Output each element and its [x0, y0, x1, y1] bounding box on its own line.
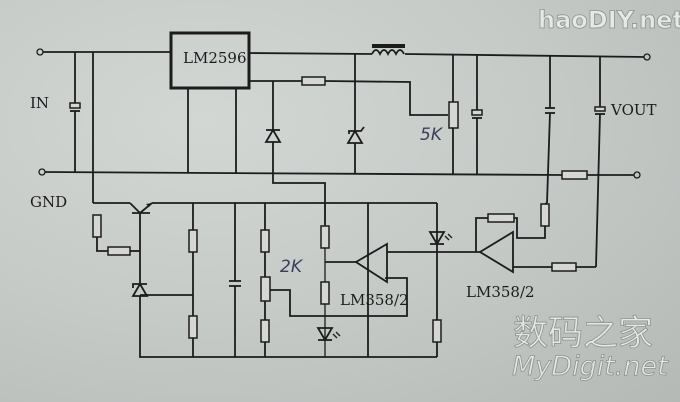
pot-5k-label: 5K: [420, 125, 444, 145]
cv-indicator-led: [428, 231, 453, 246]
watermark-haodiy: haoDIY.net: [538, 6, 680, 34]
opamp-2-label: LM358/2: [466, 283, 535, 301]
current-set-resistor-1: [260, 229, 270, 253]
lm2596-chip: [169, 31, 251, 90]
bias-resistor-2: [107, 246, 131, 256]
ground-terminal-left: [38, 168, 46, 176]
input-capacitor: [69, 52, 81, 172]
divider-resistor-1: [188, 229, 198, 253]
in-label: IN: [30, 94, 49, 112]
output-capacitor-1: [471, 55, 483, 174]
opamp-1-label: LM358/2: [340, 291, 409, 309]
opamp-resistor: [320, 281, 330, 305]
opamp-2-feedback-resistor: [487, 213, 515, 223]
opamp-2-sense-resistor: [551, 262, 577, 272]
cv-resistor: [432, 319, 442, 343]
transistor: [129, 202, 153, 214]
opamp-1: [325, 242, 437, 284]
feedback-resistor: [301, 76, 326, 86]
pot-5k: [448, 101, 459, 129]
input-terminal: [36, 48, 44, 56]
bias-resistor-1: [92, 214, 102, 238]
input-rail: [36, 44, 651, 61]
filter-capacitor: [229, 203, 241, 357]
gnd-label: GND: [30, 193, 67, 211]
ground-terminal-right: [633, 171, 641, 179]
led-resistor: [320, 225, 330, 249]
pot-2k-label: 2K: [280, 257, 304, 277]
opamp-2: [437, 202, 596, 274]
zener-diode: [346, 54, 365, 174]
output-capacitor-3: [594, 57, 606, 268]
ground-rail: [38, 168, 641, 180]
vout-label: VOUT: [610, 101, 657, 119]
divider-resistor-2: [188, 315, 198, 339]
output-terminal: [643, 53, 651, 61]
lm2596-label: LM2596: [183, 49, 247, 67]
sense-resistor: [561, 170, 588, 180]
opamp-2-input-resistor: [540, 203, 550, 227]
cc-indicator-led: [316, 327, 341, 342]
output-capacitor-2: [545, 56, 555, 204]
watermark-mydigit: MyDigit.net: [512, 351, 669, 382]
watermark-chinese: 数码之家: [513, 314, 653, 354]
inductor: [371, 49, 405, 57]
pot-2k: [260, 276, 271, 302]
current-set-resistor-2: [260, 319, 270, 343]
